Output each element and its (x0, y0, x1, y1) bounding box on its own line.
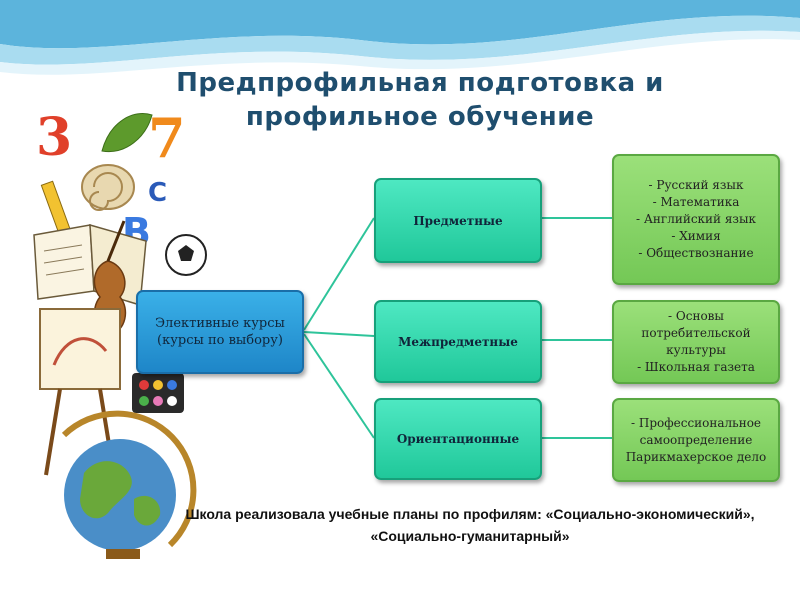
easel-icon (39, 308, 121, 476)
letter-c-icon: C (148, 178, 167, 208)
list-item: - Школьная газета (637, 360, 755, 374)
category-interdisciplinary-box: Межпредметные (374, 300, 542, 383)
category-label: Ориентационные (396, 432, 520, 446)
elective-line-1: Элективные курсы (155, 316, 285, 331)
title-line-1: Предпрофильная подготовка и (176, 68, 664, 98)
globe-icon (61, 410, 197, 559)
leaf-icon (101, 113, 153, 153)
list-item: - Английский язык (635, 212, 757, 226)
school-illustration: 3 7 C B (33, 106, 207, 559)
detail-subject-list: - Русский язык - Математика - Английский… (612, 154, 780, 285)
svg-text:7: 7 (148, 106, 186, 170)
detail-interdisciplinary-list: - Основы потребительской культуры - Школ… (612, 300, 780, 384)
category-subject-box: Предметные (374, 178, 542, 263)
soccer-ball-icon (165, 234, 207, 276)
number-3-icon: 3 (36, 107, 72, 168)
title-line-2: профильное обучение (245, 102, 595, 132)
header-wave (0, 0, 800, 75)
svg-text:C: C (148, 178, 167, 208)
list-item: - Обществознание (638, 246, 754, 260)
list-item: - Основы потребительской культуры (641, 309, 751, 357)
connector-elective-to-orientation (303, 333, 375, 439)
slide-title: Предпрофильная подготовка и профильное о… (100, 66, 740, 134)
list-item: - Профессиональное самоопределение (630, 415, 762, 447)
list-item: - Химия (671, 229, 721, 243)
connector-elective-to-interdisciplinary (303, 331, 375, 337)
svg-text:3: 3 (36, 107, 72, 168)
list-item: - Математика (652, 195, 740, 209)
category-label: Межпредметные (398, 334, 518, 349)
elective-line-2: (курсы по выбору) (157, 333, 283, 348)
paint-palette-icon (132, 373, 184, 413)
list-item: - Русский язык (648, 178, 744, 192)
shell-icon (81, 164, 135, 211)
list-item: Парикмахерское дело (625, 449, 767, 464)
detail-orientation-list: - Профессиональное самоопределение Парик… (612, 398, 780, 482)
category-orientation-box: Ориентационные (374, 398, 542, 480)
elective-courses-box: Элективные курсы (курсы по выбору) (136, 290, 304, 374)
open-book-icon (33, 223, 147, 306)
profiles-note: Школа реализовала учебные планы по профи… (185, 506, 755, 544)
connector-elective-to-subject (303, 217, 375, 331)
category-label: Предметные (413, 213, 503, 228)
number-7-icon: 7 (148, 106, 186, 170)
